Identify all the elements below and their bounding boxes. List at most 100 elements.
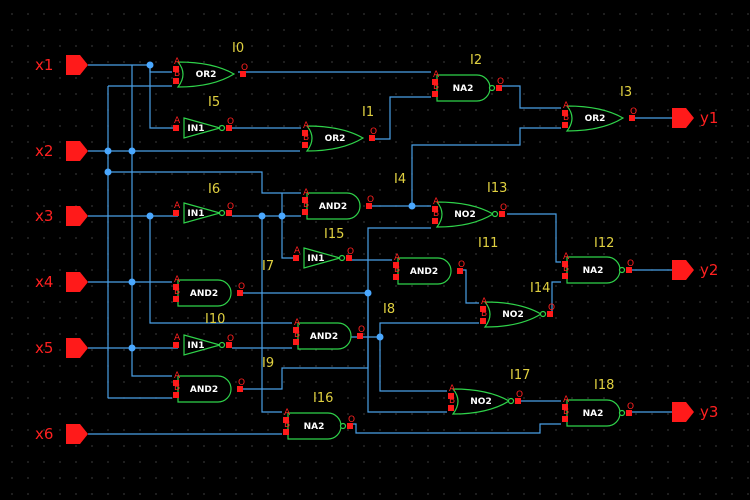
input-pin[interactable]: [432, 91, 438, 97]
gate-body: [483, 301, 543, 328]
output-pin[interactable]: [626, 267, 632, 273]
input-pin[interactable]: [393, 274, 399, 280]
output-pin[interactable]: [346, 255, 352, 261]
gate-body: [306, 192, 361, 220]
output-pin[interactable]: [457, 268, 463, 274]
input-pin[interactable]: [432, 218, 438, 224]
pin-label: A: [563, 395, 570, 405]
pin-label: A: [174, 275, 181, 285]
input-pin[interactable]: [302, 142, 308, 148]
output-pin[interactable]: [366, 203, 372, 209]
pin-label: O: [238, 282, 245, 292]
pin-label: O: [627, 259, 634, 269]
instance-label: I2: [470, 53, 482, 68]
input-pin[interactable]: [562, 416, 568, 422]
input-pin[interactable]: [173, 78, 179, 84]
input-pin[interactable]: [562, 404, 568, 410]
pin-label: A: [294, 318, 301, 328]
input-port-x2[interactable]: x2: [35, 141, 88, 161]
input-pin[interactable]: [562, 122, 568, 128]
input-pin[interactable]: [302, 197, 308, 203]
output-pin[interactable]: [369, 135, 375, 141]
output-pin[interactable]: [496, 85, 502, 91]
output-pin[interactable]: [515, 398, 521, 404]
input-pin[interactable]: [480, 306, 486, 312]
instance-label: I7: [262, 259, 274, 274]
input-pin[interactable]: [173, 284, 179, 290]
output-pin[interactable]: [357, 333, 363, 339]
instance-label: I8: [383, 302, 395, 317]
input-pin[interactable]: [448, 393, 454, 399]
pin-label: A: [394, 253, 401, 263]
output-pin[interactable]: [226, 342, 232, 348]
input-pin[interactable]: [293, 255, 299, 261]
inverter-bubble: [507, 397, 515, 405]
output-pin[interactable]: [226, 125, 232, 131]
input-pin[interactable]: [173, 342, 179, 348]
input-port-x6[interactable]: x6: [35, 424, 88, 444]
output-port-y1[interactable]: y1: [672, 108, 718, 128]
output-pin[interactable]: [226, 210, 232, 216]
input-pin[interactable]: [562, 261, 568, 267]
input-pin[interactable]: [448, 405, 454, 411]
input-pin[interactable]: [173, 66, 179, 72]
output-pin[interactable]: [240, 71, 246, 77]
input-pin[interactable]: [293, 339, 299, 345]
junction-dot: [146, 212, 154, 220]
output-pin[interactable]: [347, 423, 353, 429]
pin-label: O: [500, 203, 507, 213]
instance-label: I16: [313, 391, 333, 406]
input-pin[interactable]: [302, 209, 308, 215]
pin-label: B: [174, 287, 180, 297]
input-port-x3[interactable]: x3: [35, 206, 88, 226]
output-pin[interactable]: [499, 211, 505, 217]
input-pin[interactable]: [283, 417, 289, 423]
input-port-x1[interactable]: x1: [35, 55, 88, 75]
input-pin[interactable]: [480, 318, 486, 324]
input-pin[interactable]: [562, 273, 568, 279]
input-pin[interactable]: [173, 296, 179, 302]
input-pin[interactable]: [173, 392, 179, 398]
input-port-x5[interactable]: x5: [35, 338, 88, 358]
input-pin[interactable]: [393, 262, 399, 268]
input-pin[interactable]: [302, 130, 308, 136]
input-pin[interactable]: [293, 327, 299, 333]
input-pin[interactable]: [173, 380, 179, 386]
input-pin[interactable]: [173, 125, 179, 131]
pin-label: O: [370, 127, 377, 137]
output-port-y2[interactable]: y2: [672, 260, 718, 280]
output-port-y3[interactable]: y3: [672, 402, 718, 422]
output-pin[interactable]: [547, 311, 553, 317]
output-pin[interactable]: [629, 115, 635, 121]
input-pin[interactable]: [283, 429, 289, 435]
instance-label: I3: [620, 85, 632, 100]
output-pin[interactable]: [626, 410, 632, 416]
output-pin[interactable]: [237, 386, 243, 392]
input-pin[interactable]: [432, 206, 438, 212]
output-pin[interactable]: [237, 290, 243, 296]
input-pin[interactable]: [432, 79, 438, 85]
input-port-x4[interactable]: x4: [35, 272, 88, 292]
input-pin[interactable]: [173, 210, 179, 216]
input-pin[interactable]: [562, 110, 568, 116]
